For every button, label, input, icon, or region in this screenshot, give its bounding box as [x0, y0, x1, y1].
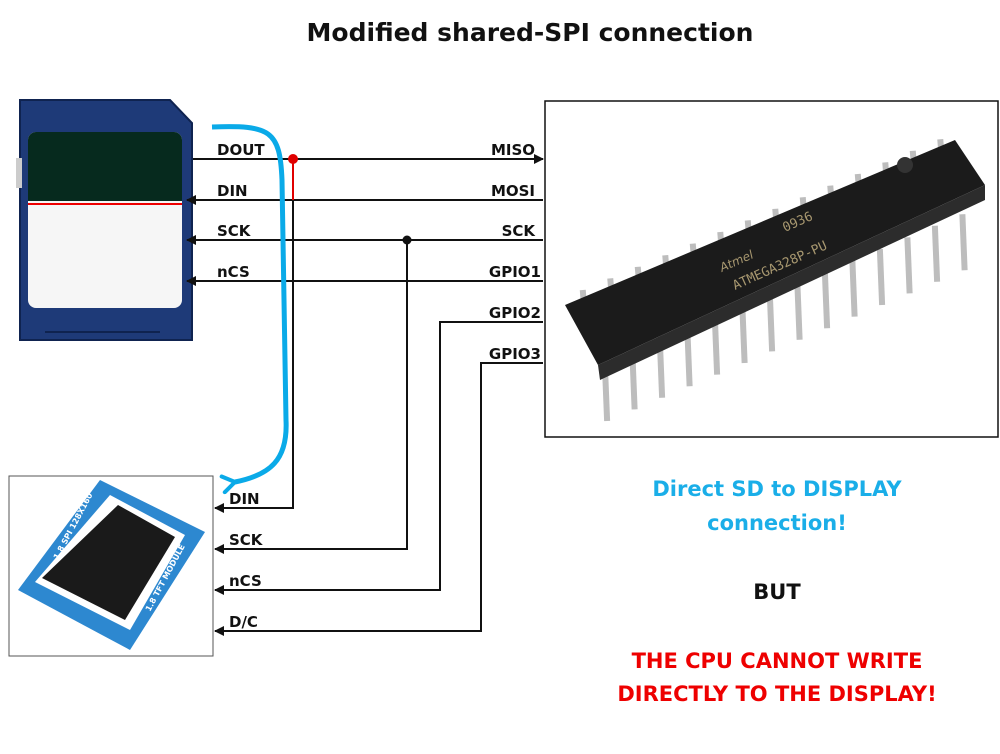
chip-pin: [684, 330, 693, 387]
chip-pin: [904, 237, 913, 294]
sd-pin-ncs: nCS: [217, 263, 250, 281]
red-junction-dot: [288, 154, 298, 164]
sd-pin-sck: SCK: [217, 222, 252, 240]
chip-pin: [766, 295, 776, 352]
atmega-chip: Atmel 0936 ATMEGA328P-PU: [565, 138, 985, 422]
display-pin-ncs: nCS: [229, 572, 262, 590]
tft-display-module: 1.8 SPI 128X160 1.8 TFT MODULE: [18, 480, 205, 650]
chip-pin: [876, 248, 886, 306]
mcu-pin-miso: MISO: [491, 141, 535, 159]
chip-pin: [711, 318, 721, 375]
wires: [186, 154, 544, 636]
chip-pin: [739, 306, 748, 364]
direct-note-line2: connection!: [707, 511, 847, 535]
chip-pin: [849, 260, 858, 317]
display-pin-sck: SCK: [229, 531, 264, 549]
warning-line2: DIRECTLY TO THE DISPLAY!: [617, 682, 936, 706]
chip-pin: [794, 283, 803, 340]
warning-line1: THE CPU CANNOT WRITE: [632, 649, 923, 673]
mcu-pin-sck: SCK: [502, 222, 537, 240]
mcu-pin-gpio3: GPIO3: [489, 345, 541, 363]
wire-display-din: [214, 200, 294, 513]
wire-display-sck: [214, 240, 408, 554]
chip-pin: [931, 225, 941, 282]
blue-direct-arrow: [211, 124, 289, 495]
display-pin-dc: D/C: [229, 613, 258, 631]
display-pin-din: DIN: [229, 490, 260, 508]
mcu-pin-gpio1: GPIO1: [489, 263, 541, 281]
sd-pin-dout: DOUT: [217, 141, 265, 159]
direct-note-line1: Direct SD to DISPLAY: [652, 477, 902, 501]
sd-card: [16, 99, 193, 341]
but-note: BUT: [753, 580, 801, 604]
sck-junction-dot: [402, 235, 412, 245]
wire-display-dc: [214, 362, 543, 636]
chip-pin: [821, 272, 831, 329]
mcu-pin-gpio2: GPIO2: [489, 304, 541, 322]
chip-pin: [629, 353, 638, 410]
wire-display-ncs: [214, 321, 543, 595]
page-title: Modified shared-SPI connection: [307, 18, 754, 47]
chip-pin: [656, 341, 666, 398]
sd-pin-din: DIN: [217, 182, 248, 200]
mcu-pin-mosi: MOSI: [491, 182, 535, 200]
chip-pin: [959, 214, 968, 271]
